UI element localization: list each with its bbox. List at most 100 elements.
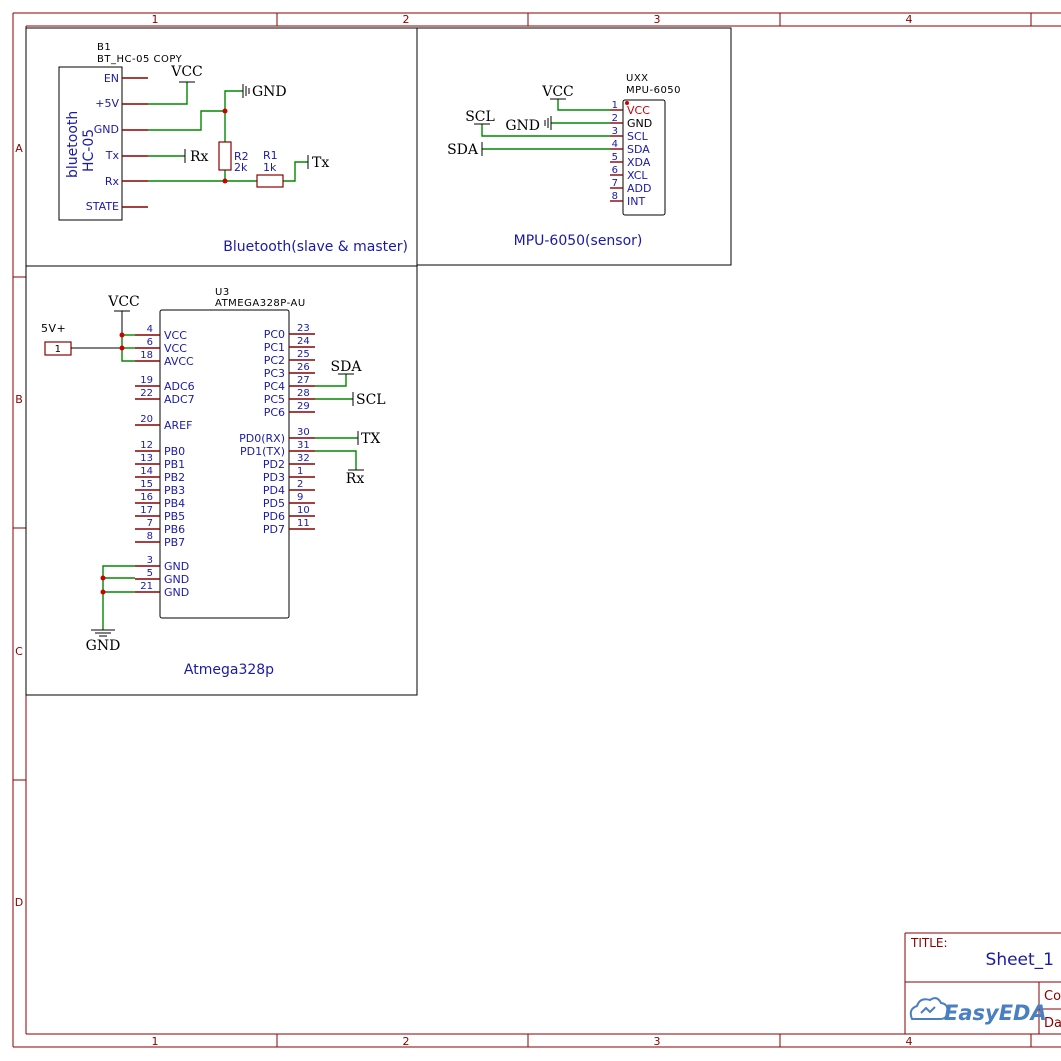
row-label: C — [15, 645, 23, 658]
col-label: 1 — [152, 1035, 159, 1048]
pin-number: 32 — [297, 453, 310, 464]
mcu-pin-adc6[interactable]: 19 ADC6 — [135, 375, 195, 393]
pin-number: 11 — [297, 518, 310, 529]
pin-name: PC3 — [264, 367, 285, 380]
resistor-r2[interactable] — [218, 141, 232, 171]
mcu-pin-pd7[interactable]: 11 PD7 — [263, 518, 315, 536]
mcu-block[interactable] — [25, 265, 418, 696]
mpu-block[interactable] — [416, 27, 732, 266]
pin-name: ADC6 — [164, 380, 195, 393]
mpu-pin-name: ADD — [627, 182, 651, 195]
pin-number: 5 — [147, 568, 153, 579]
pin-number: 30 — [297, 427, 310, 438]
header-label: 5V+ — [41, 322, 66, 335]
date-label: Da — [1044, 1016, 1061, 1031]
mpu-pin-name: GND — [627, 117, 652, 130]
bt-pin-state: STATE — [86, 200, 119, 213]
pin-name: PD7 — [263, 523, 285, 536]
pin-name: PB6 — [164, 523, 185, 536]
pin-name: AREF — [164, 419, 192, 432]
pin-number: 6 — [147, 337, 153, 348]
pin-number: 19 — [140, 375, 153, 386]
mcu-pin-aref[interactable]: 20 AREF — [135, 414, 192, 432]
mpu-caption: MPU-6050(sensor) — [514, 233, 643, 249]
mpu-module[interactable]: UXX MPU-6050 1 2 3 4 5 6 7 8 VCC GND SCL… — [447, 73, 681, 249]
title-label: TITLE: — [910, 936, 948, 950]
mpu-pin-name: SCL — [627, 130, 649, 143]
pin-number: 14 — [140, 466, 153, 477]
mpu-sda-net: SDA — [447, 142, 479, 158]
pin-number: 25 — [297, 349, 310, 360]
pin-name: GND — [164, 586, 189, 599]
pin-number: 2 — [297, 479, 303, 490]
pin-name: PD4 — [263, 484, 285, 497]
row-label: A — [15, 142, 23, 155]
mcu-pin-vcc[interactable]: 6 VCC — [135, 337, 187, 355]
mpu-pin-name: XDA — [627, 156, 651, 169]
mcu-pin-pb7[interactable]: 8 PB7 — [135, 531, 185, 549]
pin-name: PC4 — [264, 380, 285, 393]
pin-number: 20 — [140, 414, 153, 425]
mcu-scl-net: SCL — [356, 392, 386, 408]
mcu-pin-pd5[interactable]: 9 PD5 — [263, 492, 315, 510]
bluetooth-module[interactable]: B1 BT_HC-05 COPY bluetooth HC-05 EN +5V … — [58, 42, 408, 255]
pin-name: PB4 — [164, 497, 185, 510]
mpu-body[interactable] — [622, 99, 666, 216]
pin-number: 9 — [297, 492, 303, 503]
pin-name: GND — [164, 560, 189, 573]
resistor-r1[interactable] — [256, 174, 284, 188]
junction-dot — [222, 108, 228, 114]
pin-name: PB7 — [164, 536, 185, 549]
pin-number: 4 — [147, 324, 153, 335]
bt-body[interactable] — [58, 66, 123, 221]
r2-value: 2k — [234, 161, 248, 174]
pin-number: 23 — [297, 323, 310, 334]
pin-number: 16 — [140, 492, 153, 503]
r1-value: 1k — [263, 161, 277, 174]
bt-ref: B1 — [97, 42, 111, 53]
pin-name: PD1(TX) — [240, 445, 285, 458]
pin-name: PD2 — [263, 458, 285, 471]
pin-name: VCC — [164, 342, 187, 355]
pin-name: PB3 — [164, 484, 185, 497]
header-pin: 1 — [55, 344, 62, 355]
col-label: 3 — [654, 13, 661, 26]
mcu-ref: U3 — [215, 287, 230, 298]
bt-tx-net: Tx — [312, 155, 329, 171]
pin-number: 8 — [147, 531, 153, 542]
title-block: TITLE: Sheet_1 EasyEDA Co Da — [904, 932, 1061, 1034]
mcu-pin-pb4[interactable]: 16 PB4 — [135, 492, 185, 510]
pin-number: 12 — [140, 440, 153, 451]
mcu-pin-pd2[interactable]: 32 PD2 — [263, 453, 315, 471]
mpu-pin-num: 4 — [612, 139, 618, 150]
mpu-pin-num: 5 — [612, 152, 618, 163]
mcu-pin-pd4[interactable]: 2 PD4 — [263, 479, 315, 497]
pin-name: PD5 — [263, 497, 285, 510]
bt-part: BT_HC-05 COPY — [97, 54, 183, 65]
